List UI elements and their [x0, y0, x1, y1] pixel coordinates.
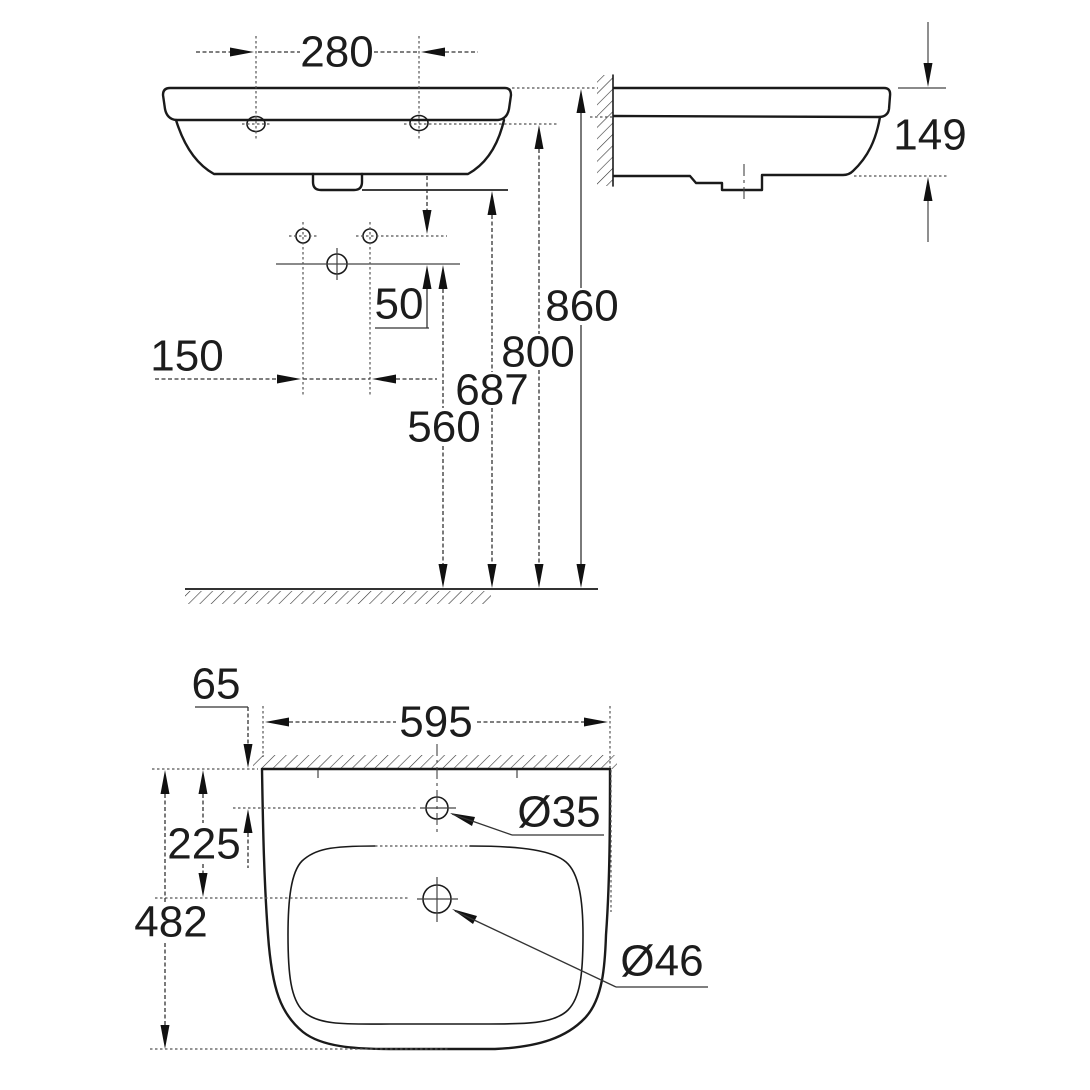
dim-label-595: 595: [399, 698, 472, 747]
dim-height-687: 687: [362, 189, 529, 588]
dim-label-150: 150: [150, 332, 223, 381]
dim-label-280: 280: [300, 28, 373, 77]
dim-label-800: 800: [501, 328, 574, 377]
fixing-hole-right: [362, 228, 378, 244]
dim-hole-offset: 150: [150, 332, 437, 384]
dim-height-800: 800: [404, 123, 575, 588]
dim-label-d35: Ø35: [517, 788, 600, 837]
dim-height-860: 860: [512, 87, 619, 588]
front-body-outline: [174, 118, 506, 176]
dim-height-560: 560: [407, 265, 481, 588]
front-rim-outline: [161, 86, 513, 122]
dim-label-d46: Ø46: [620, 937, 703, 986]
dim-label-225: 225: [167, 820, 240, 869]
dim-label-149: 149: [893, 111, 966, 160]
top-inner-bowl: [287, 845, 584, 1025]
fixing-hole-left: [295, 228, 311, 244]
side-view: [590, 74, 947, 200]
floor: [185, 588, 598, 604]
front-trap-cover: [311, 172, 364, 192]
dim-label-65: 65: [192, 660, 241, 709]
floor-hatch: [185, 591, 491, 604]
wall-hatch: [597, 75, 613, 186]
dim-label-50: 50: [375, 280, 424, 329]
dim-tap-hole-diameter: Ø35: [450, 788, 604, 837]
dim-tap-hole-spacing: 280: [196, 28, 478, 140]
dim-top-width: 595: [262, 698, 611, 768]
top-wall-hatch: [253, 755, 617, 769]
dim-side-height: 149: [893, 22, 967, 242]
dim-label-687: 687: [455, 366, 528, 415]
side-body-outline: [612, 115, 882, 192]
dim-label-482: 482: [134, 898, 207, 947]
side-rim-outline: [612, 86, 892, 119]
dim-hole-gap: 50: [375, 176, 432, 329]
dim-label-860: 860: [545, 282, 618, 331]
top-view: [150, 744, 617, 1051]
dim-drain-diameter: Ø46: [452, 909, 708, 988]
dim-label-560: 560: [407, 403, 480, 452]
dim-depth: 482: [134, 770, 208, 1049]
front-view: [161, 86, 513, 397]
dim-wall-to-tap-hole: 65: [192, 660, 253, 868]
dim-rear-to-drain: 225: [167, 770, 241, 897]
mounting-hole-right: [409, 114, 429, 132]
